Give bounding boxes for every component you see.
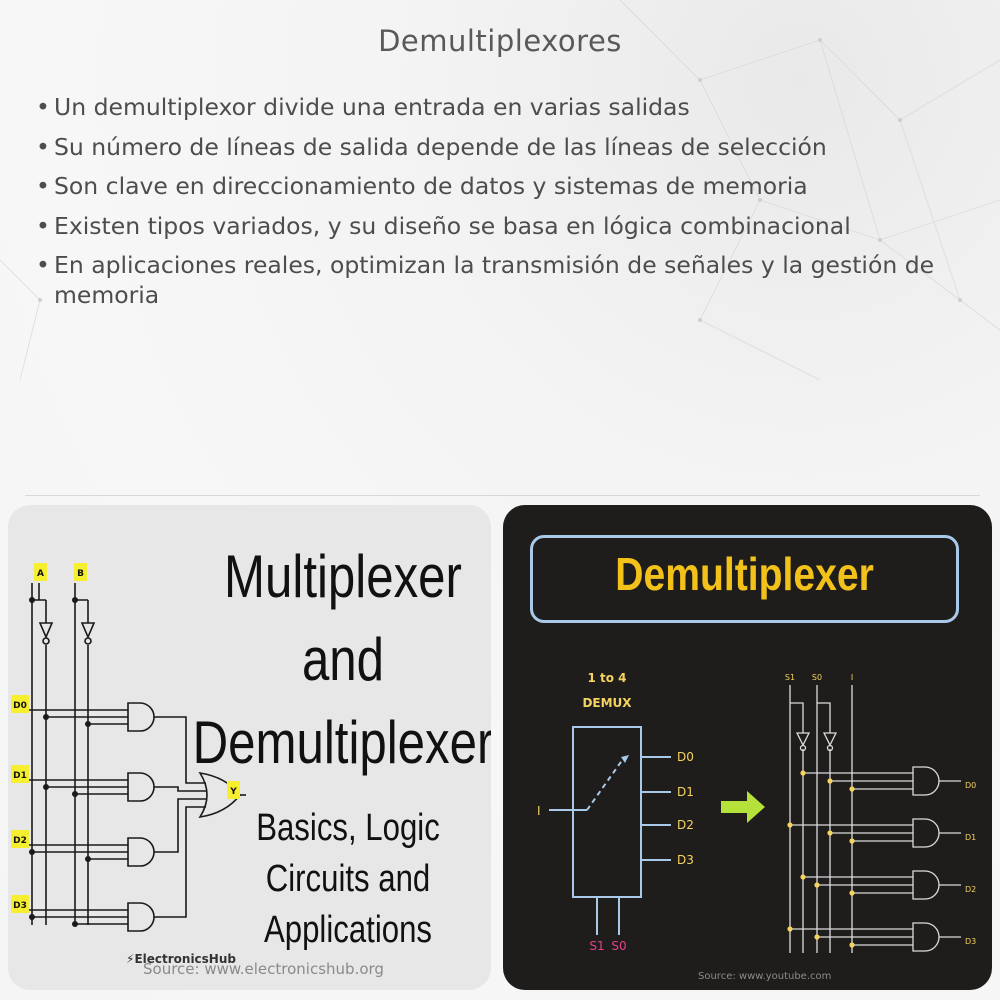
label-d2: D2 [13, 836, 27, 846]
left-image-source: Source: www.electronicshub.org [143, 960, 384, 978]
demux-output-label: D1 [677, 785, 694, 799]
label-b: B [77, 569, 84, 579]
bolt-icon: ⚡ [126, 952, 135, 966]
circuit-output-label: D2 [965, 885, 976, 894]
demux-diagram: 1 to 4 DEMUX I D0 D1 D2 D3 S1 S0 [537, 671, 976, 953]
mux-demux-image-card: A B D0 D1 D2 D3 Y Multiplexer and Demult… [8, 505, 491, 990]
mux-heading: Multiplexer and Demultiplexer [191, 535, 491, 784]
label-a: A [37, 569, 44, 579]
block-title-2: DEMUX [582, 696, 632, 710]
bullet-item: Su número de líneas de salida depende de… [36, 132, 966, 162]
label-d1: D1 [13, 771, 27, 781]
electronicshub-logo: ⚡ElectronicsHub [126, 952, 236, 966]
circuit-input-label: I [851, 673, 853, 682]
subheading-line: Applications [263, 909, 433, 951]
circuit-input-label: S0 [812, 673, 822, 682]
bullet-item: Un demultiplexor divide una entrada en v… [36, 92, 966, 122]
heading-line: Demultiplexer [192, 709, 491, 776]
right-arrow-icon [721, 791, 765, 823]
demux-heading: Demultiplexer [615, 548, 874, 600]
demux-output-label: D3 [677, 853, 694, 867]
right-image-source: Source: www.youtube.com [698, 971, 832, 982]
demux-output-label: D0 [677, 750, 694, 764]
circuit-output-label: D1 [965, 833, 976, 842]
subheading-line: Basics, Logic [256, 807, 440, 849]
circuit-input-label: S1 [785, 673, 795, 682]
mux-circuit-diagram: A B D0 D1 D2 D3 Y [11, 563, 246, 932]
section-divider [25, 495, 980, 496]
block-title-1: 1 to 4 [587, 671, 626, 685]
demux-input-label: I [537, 804, 541, 818]
select-label: S1 [589, 939, 604, 953]
bullet-item: Existen tipos variados, y su diseño se b… [36, 211, 966, 241]
bullet-list: Un demultiplexor divide una entrada en v… [36, 92, 966, 320]
demux-output-label: D2 [677, 818, 694, 832]
label-d3: D3 [13, 901, 27, 911]
circuit-output-label: D3 [965, 937, 976, 946]
bullet-item: En aplicaciones reales, optimizan la tra… [36, 250, 966, 310]
mux-subheading: Basics, Logic Circuits and Applications [241, 803, 454, 956]
label-y: Y [229, 787, 237, 797]
demux-image-card: Demultiplexer 1 to 4 DEMUX I D0 D1 D2 D3 [503, 505, 992, 990]
heading-line: Multiplexer [224, 543, 462, 610]
select-label: S0 [611, 939, 626, 953]
demux-title-box [530, 535, 959, 623]
circuit-output-label: D0 [965, 781, 976, 790]
bullet-item: Son clave en direccionamiento de datos y… [36, 171, 966, 201]
subheading-line: Circuits and [265, 858, 431, 900]
page-title: Demultiplexores [378, 24, 622, 58]
label-d0: D0 [13, 701, 27, 711]
heading-line: and [301, 626, 385, 693]
